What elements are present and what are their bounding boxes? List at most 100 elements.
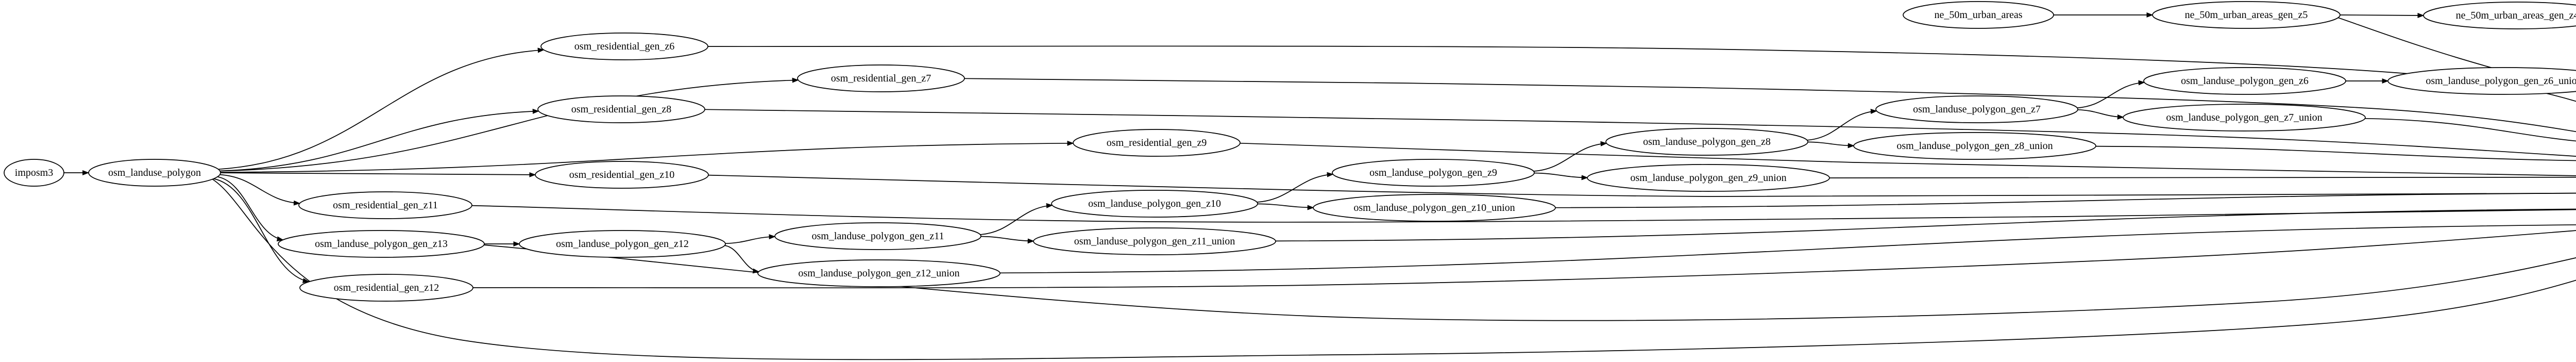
node-osm_residential_gen_z6: osm_residential_gen_z6: [540, 32, 708, 60]
node-label-ne_50m_urban_areas_gen_z5: ne_50m_urban_areas_gen_z5: [2185, 9, 2308, 21]
node-shape-ne_50m_urban_areas: [1903, 1, 2054, 29]
edge-osm_landuse_polygon_gen_z7-to-osm_landuse_polygon_gen_z7_union: [2077, 109, 2124, 120]
node-osm_landuse_polygon_gen_z11: osm_landuse_polygon_gen_z11: [774, 222, 981, 250]
edge-osm_residential_gen_z8-to-layer_landuse-z8: [704, 109, 2576, 157]
node-shape-osm_landuse_polygon: [88, 159, 221, 187]
node-label-osm_landuse_polygon_gen_z9_union: osm_landuse_polygon_gen_z9_union: [1630, 172, 1786, 184]
node-shape-osm_residential_gen_z11: [298, 191, 472, 219]
node-shape-osm_residential_gen_z6: [540, 32, 708, 60]
node-shape-osm_residential_gen_z10: [535, 161, 709, 189]
edges-layer: [63, 12, 2576, 360]
node-shape-osm_residential_gen_z8: [537, 95, 705, 123]
node-label-ne_50m_urban_areas_gen_z4: ne_50m_urban_areas_gen_z4: [2456, 10, 2576, 21]
node-label-osm_landuse_polygon_gen_z10_union: osm_landuse_polygon_gen_z10_union: [1353, 202, 1515, 213]
node-label-osm_landuse_polygon_gen_z7: osm_landuse_polygon_gen_z7: [1913, 104, 2041, 115]
node-shape-osm_landuse_polygon_gen_z12_union: [757, 259, 1001, 287]
node-osm_residential_gen_z12: osm_residential_gen_z12: [299, 274, 473, 302]
node-label-osm_landuse_polygon_gen_z13: osm_landuse_polygon_gen_z13: [315, 238, 448, 250]
node-shape-osm_residential_gen_z9: [1073, 129, 1241, 157]
node-osm_landuse_polygon_gen_z7_union: osm_landuse_polygon_gen_z7_union: [2123, 104, 2366, 131]
node-label-ne_50m_urban_areas: ne_50m_urban_areas: [1934, 9, 2022, 21]
node-osm_landuse_polygon_gen_z6: osm_landuse_polygon_gen_z6: [2143, 67, 2346, 95]
node-osm_landuse_polygon_gen_z8_union: osm_landuse_polygon_gen_z8_union: [1853, 132, 2096, 160]
node-label-osm_landuse_polygon_gen_z11_union: osm_landuse_polygon_gen_z11_union: [1074, 236, 1235, 247]
node-ne_50m_urban_areas_gen_z5: ne_50m_urban_areas_gen_z5: [2152, 1, 2341, 29]
nodes-layer: imposm3 osm_landuse_polygon osm_residentia…: [4, 1, 2576, 302]
edge-ne_50m_urban_areas_gen_z5-to-layer_landuse-z5: [2337, 17, 2576, 92]
edge-osm_landuse_polygon_gen_z7_union-to-layer_landuse-z7: [2364, 118, 2576, 142]
node-label-osm_landuse_polygon: osm_landuse_polygon: [108, 167, 201, 178]
node-shape-osm_residential_gen_z7: [797, 64, 965, 92]
node-osm_landuse_polygon_gen_z6_union: osm_landuse_polygon_gen_z6_union: [2387, 67, 2576, 95]
node-shape-osm_landuse_polygon_gen_z7: [1875, 95, 2078, 123]
node-osm_landuse_polygon_gen_z9_union: osm_landuse_polygon_gen_z9_union: [1587, 164, 1830, 192]
node-osm_landuse_polygon_gen_z12: osm_landuse_polygon_gen_z12: [519, 230, 726, 258]
node-osm_landuse_polygon: osm_landuse_polygon: [88, 159, 221, 187]
node-shape-ne_50m_urban_areas_gen_z4: [2423, 2, 2576, 29]
node-label-osm_landuse_polygon_gen_z10: osm_landuse_polygon_gen_z10: [1088, 198, 1221, 209]
edge-osm_landuse_polygon_gen_z8_union-to-layer_landuse-z8: [2095, 145, 2576, 161]
node-shape-osm_landuse_polygon_gen_z11_union: [1033, 227, 1276, 255]
edge-osm_landuse_polygon_gen_z8-to-osm_landuse_polygon_gen_z7: [1806, 109, 1877, 141]
edge-osm_landuse_polygon_gen_z10-to-osm_landuse_polygon_gen_z10_union: [1257, 203, 1314, 210]
edge-osm_landuse_polygon-to-osm_residential_gen_z7: [219, 77, 799, 172]
edge-osm_landuse_polygon-to-osm_residential_gen_z8: [219, 108, 539, 172]
node-osm_residential_gen_z7: osm_residential_gen_z7: [797, 64, 965, 92]
edge-osm_landuse_polygon-to-layer_landuse-z14plus: [212, 178, 2576, 360]
node-shape-imposm3: [4, 159, 64, 187]
node-ne_50m_urban_areas_gen_z4: ne_50m_urban_areas_gen_z4: [2423, 2, 2576, 29]
node-osm_residential_gen_z8: osm_residential_gen_z8: [537, 95, 705, 123]
node-label-osm_residential_gen_z6: osm_residential_gen_z6: [574, 41, 674, 52]
node-label-osm_landuse_polygon_gen_z9: osm_landuse_polygon_gen_z9: [1369, 167, 1497, 178]
node-shape-osm_landuse_polygon_gen_z6_union: [2387, 67, 2576, 95]
edge-osm_landuse_polygon_gen_z8-to-osm_landuse_polygon_gen_z8_union: [1807, 141, 1855, 149]
node-label-osm_landuse_polygon_gen_z12: osm_landuse_polygon_gen_z12: [556, 238, 689, 250]
edge-osm_landuse_polygon-to-osm_residential_gen_z9: [220, 140, 1074, 173]
edge-osm_landuse_polygon_gen_z11_union-to-layer_landuse-z11: [1275, 208, 2576, 242]
node-label-osm_residential_gen_z10: osm_residential_gen_z10: [569, 169, 674, 180]
node-shape-osm_landuse_polygon_gen_z10_union: [1313, 194, 1556, 222]
edge-osm_landuse_polygon_gen_z9-to-osm_landuse_polygon_gen_z8: [1533, 141, 1607, 172]
edge-osm_landuse_polygon-to-osm_residential_gen_z12: [213, 178, 310, 284]
node-shape-osm_landuse_polygon_gen_z9_union: [1587, 164, 1830, 192]
node-label-osm_landuse_polygon_gen_z6: osm_landuse_polygon_gen_z6: [2181, 75, 2309, 87]
node-label-osm_landuse_polygon_gen_z8_union: osm_landuse_polygon_gen_z8_union: [1896, 140, 2053, 152]
edge-osm_landuse_polygon_gen_z9_union-to-layer_landuse-z9: [1828, 176, 2576, 178]
node-osm_landuse_polygon_gen_z7: osm_landuse_polygon_gen_z7: [1875, 95, 2078, 123]
edge-osm_residential_gen_z10-to-layer_landuse-z10: [708, 174, 2576, 198]
edge-osm_landuse_polygon_gen_z12-to-osm_landuse_polygon_gen_z12_union: [724, 245, 760, 274]
node-osm_landuse_polygon_gen_z11_union: osm_landuse_polygon_gen_z11_union: [1033, 227, 1276, 255]
node-shape-osm_landuse_polygon_gen_z13: [278, 230, 485, 258]
node-shape-osm_landuse_polygon_gen_z9: [1332, 159, 1535, 187]
node-label-imposm3: imposm3: [15, 167, 53, 178]
edge-osm_landuse_polygon_gen_z9-to-osm_landuse_polygon_gen_z9_union: [1533, 172, 1588, 180]
node-osm_landuse_polygon_gen_z8: osm_landuse_polygon_gen_z8: [1605, 128, 1808, 156]
node-osm_residential_gen_z11: osm_residential_gen_z11: [298, 191, 472, 219]
node-shape-osm_landuse_polygon_gen_z8: [1605, 128, 1808, 156]
edge-osm_landuse_polygon-to-osm_residential_gen_z11: [219, 174, 300, 206]
node-label-osm_landuse_polygon_gen_z12_union: osm_landuse_polygon_gen_z12_union: [798, 268, 959, 279]
node-shape-osm_residential_gen_z12: [299, 274, 473, 302]
node-label-osm_residential_gen_z8: osm_residential_gen_z8: [571, 104, 671, 115]
node-osm_landuse_polygon_gen_z10_union: osm_landuse_polygon_gen_z10_union: [1313, 194, 1556, 222]
node-osm_landuse_polygon_gen_z13: osm_landuse_polygon_gen_z13: [278, 230, 485, 258]
node-osm_residential_gen_z9: osm_residential_gen_z9: [1073, 129, 1241, 157]
edge-osm_landuse_polygon_gen_z10-to-osm_landuse_polygon_gen_z9: [1256, 172, 1334, 203]
edge-osm_landuse_polygon-to-osm_residential_gen_z10: [220, 172, 536, 177]
edge-osm_landuse_polygon_gen_z12-to-osm_landuse_polygon_gen_z11: [724, 234, 776, 244]
edge-osm_landuse_polygon_gen_z7-to-osm_landuse_polygon_gen_z6: [2076, 80, 2145, 109]
node-label-osm_residential_gen_z7: osm_residential_gen_z7: [831, 73, 931, 84]
node-osm_landuse_polygon_gen_z9: osm_landuse_polygon_gen_z9: [1332, 159, 1535, 187]
edge-osm_landuse_polygon_gen_z12_union-to-layer_landuse-z12: [999, 224, 2576, 274]
node-ne_50m_urban_areas: ne_50m_urban_areas: [1903, 1, 2054, 29]
node-label-osm_residential_gen_z11: osm_residential_gen_z11: [333, 200, 438, 211]
node-osm_landuse_polygon_gen_z10: osm_landuse_polygon_gen_z10: [1051, 190, 1258, 218]
node-osm_residential_gen_z10: osm_residential_gen_z10: [535, 161, 709, 189]
node-label-osm_residential_gen_z12: osm_residential_gen_z12: [334, 282, 439, 293]
node-shape-osm_landuse_polygon_gen_z12: [519, 230, 726, 258]
node-label-osm_landuse_polygon_gen_z11: osm_landuse_polygon_gen_z11: [811, 231, 944, 242]
edge-osm_landuse_polygon_gen_z11-to-osm_landuse_polygon_gen_z11_union: [980, 236, 1035, 244]
node-label-osm_landuse_polygon_gen_z8: osm_landuse_polygon_gen_z8: [1643, 136, 1771, 147]
